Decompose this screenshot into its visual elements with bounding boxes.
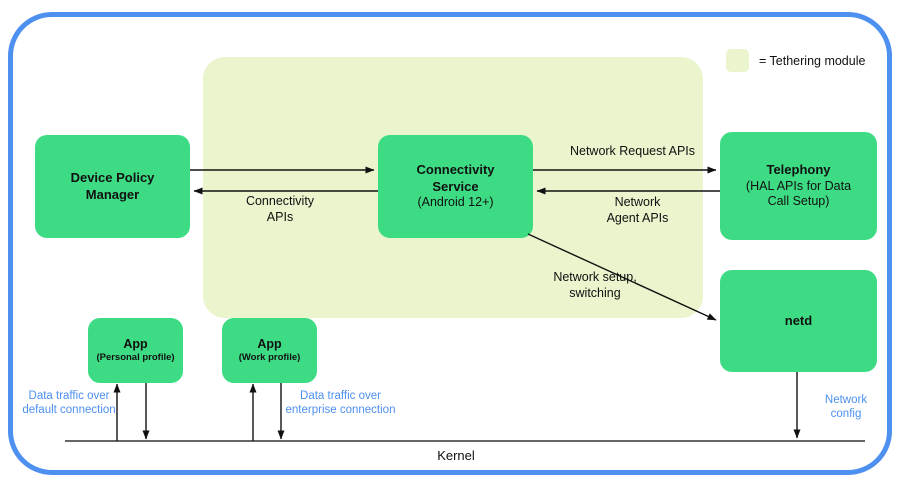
node-subtitle-line2: Call Setup) [767, 194, 830, 209]
node-app-personal-profile[interactable]: App (Personal profile) [88, 318, 183, 383]
node-netd[interactable]: netd [720, 270, 877, 372]
edge-label-network-request-apis: Network Request APIs [569, 144, 696, 158]
node-title: Connectivity [416, 162, 495, 178]
node-subtitle: (Work profile) [238, 352, 301, 364]
node-title-line2: Service [432, 178, 479, 194]
kernel-label: Kernel [437, 448, 475, 463]
node-title: Device Policy [70, 170, 155, 186]
node-title: App [123, 336, 148, 351]
node-connectivity-service[interactable]: Connectivity Service (Android 12+) [378, 135, 533, 238]
node-title: netd [784, 312, 813, 328]
edge-label-connectivity-apis: Connectivity APIs [245, 194, 315, 224]
node-title: App [257, 336, 282, 351]
node-title-line2: Manager [85, 186, 140, 202]
node-telephony[interactable]: Telephony (HAL APIs for Data Call Setup) [720, 132, 877, 240]
edge-label-data-traffic-default: Data traffic over default connection [22, 390, 116, 417]
node-device-policy-manager[interactable]: Device Policy Manager [35, 135, 190, 238]
legend-swatch-tethering [726, 49, 749, 72]
legend: = Tethering module [726, 49, 865, 72]
legend-label-tethering: = Tethering module [759, 53, 866, 68]
node-subtitle: (Android 12+) [417, 194, 494, 209]
edge-label-network-setup-switching: Network setup, switching [553, 270, 637, 300]
node-title: Telephony [766, 162, 831, 178]
edge-label-network-agent-apis: Network Agent APIs [606, 195, 669, 225]
edge-label-data-traffic-enterprise: Data traffic over enterprise connection [285, 390, 396, 417]
node-subtitle: (Personal profile) [96, 352, 175, 364]
node-app-work-profile[interactable]: App (Work profile) [222, 318, 317, 383]
node-subtitle: (HAL APIs for Data [745, 178, 852, 193]
outer-device-frame [8, 12, 892, 475]
edge-label-network-config: Network config [824, 394, 868, 421]
